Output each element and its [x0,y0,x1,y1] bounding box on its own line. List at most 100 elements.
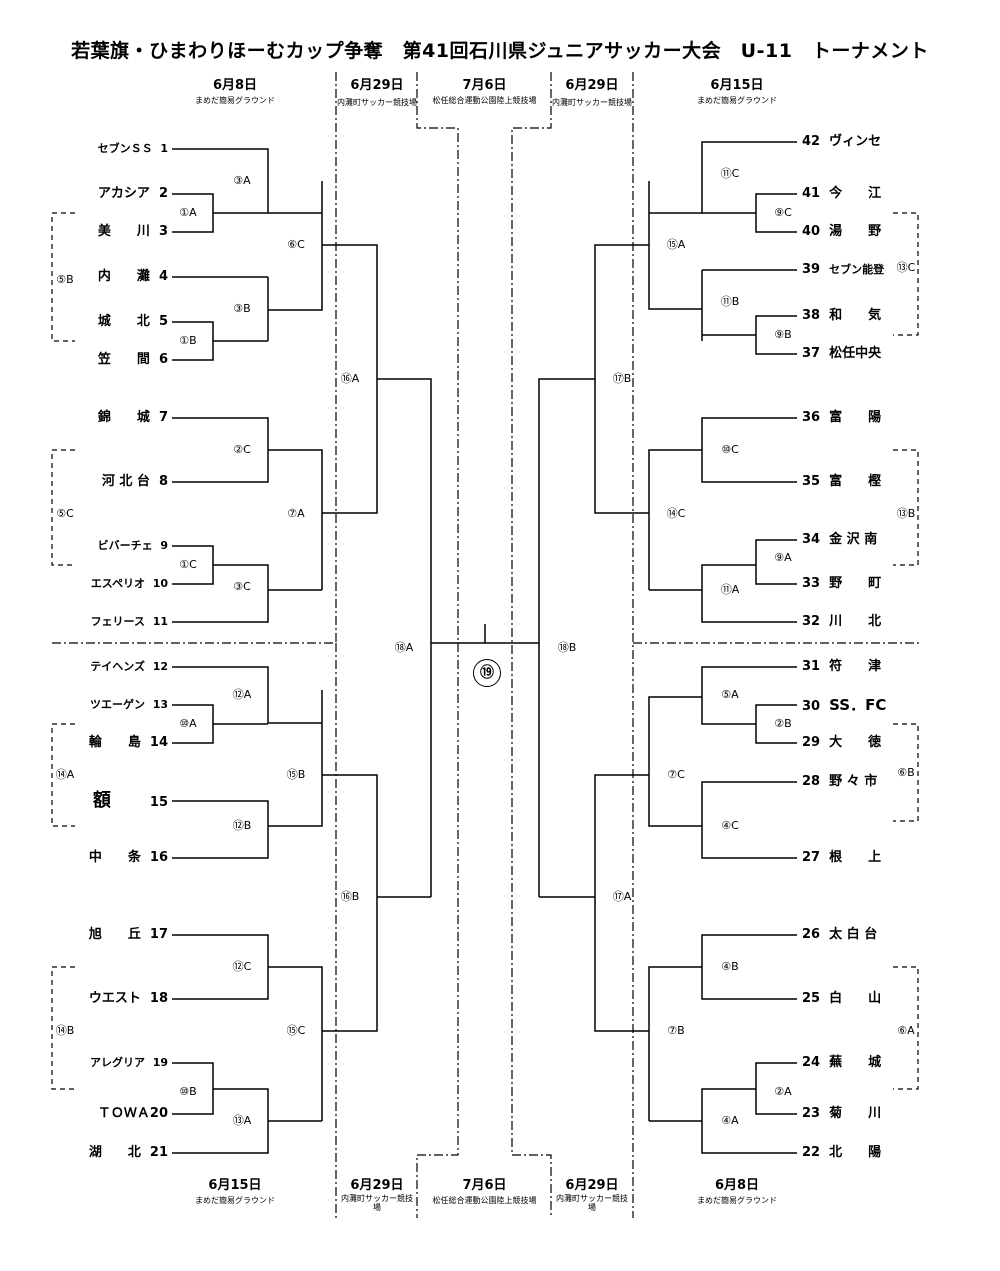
team-name: 川 北 [829,614,882,629]
team-number: 19 [152,1056,168,1069]
right-team-32: 32 川 北 [802,613,902,631]
left-team-1: セブンＳＳ 1 [60,140,168,158]
match-label: ④A [721,1114,739,1127]
top-left-outer-venue: まめだ簡易グラウンド [195,96,275,105]
team-number: 21 [149,1145,168,1160]
team-number: 23 [802,1106,821,1121]
team-number: 32 [802,614,821,629]
right-team-25: 25 白 山 [802,990,902,1008]
match-label: ⑦A [287,507,305,520]
match-label: ⑭C [666,507,686,520]
left-team-4: 内 灘 4 [60,268,168,286]
team-name: 笠 間 [97,352,150,367]
team-name: ウエスト [88,991,141,1006]
right-team-36: 36 富 陽 [802,409,902,427]
team-name: 蕪 城 [829,1055,882,1070]
team-name: 金 沢 南 [829,532,878,547]
match-label: ⑬A [232,1114,252,1127]
match-label: ①A [179,206,197,219]
match-label: ⑨A [774,551,792,564]
team-number: 33 [802,576,821,591]
team-name: アレグリア [90,1056,146,1069]
team-name: 湖 北 [88,1145,141,1160]
match-label: ⑥A [897,1024,915,1037]
bottom-left-inner-date: 6月29日 [350,1178,404,1193]
right-team-38: 38 和 気 [802,307,902,325]
team-name: 輪 島 [88,735,141,750]
left-team-14: 輪 島 14 [60,734,168,752]
match-label: ①C [179,558,197,571]
team-name: 富 樫 [829,474,882,489]
left-team-21: 湖 北 21 [60,1144,168,1162]
match-label: ⑪B [720,295,740,308]
team-number: 7 [158,410,168,425]
team-name: エスペリオ [90,577,146,590]
left-team-16: 中 条 16 [60,849,168,867]
match-label: ②B [774,717,792,730]
right-team-30: 30 SS．FC [802,696,902,716]
bottom-right-outer-date: 6月8日 [714,1178,760,1193]
team-name: 野 々 市 [829,774,878,789]
match-label: ⑫B [232,819,252,832]
top-right-outer-venue: まめだ簡易グラウンド [697,96,777,105]
bottom-left-outer-date: 6月15日 [208,1178,262,1193]
team-number: 41 [802,186,821,201]
match-label: ⑥B [897,766,915,779]
match-label: ⑨C [774,206,792,219]
team-name: 松任中央 [829,346,882,361]
match-label: ⑫C [232,960,252,973]
team-number: 22 [802,1145,821,1160]
match-label: ⑰A [612,890,632,903]
right-team-33: 33 野 町 [802,575,902,593]
top-center-date: 7月6日 [462,78,507,93]
right-team-35: 35 富 樫 [802,473,902,491]
match-label: ③B [233,302,251,315]
match-label: ②A [774,1085,792,1098]
team-number: 17 [149,927,168,942]
left-team-2: アカシア 2 [60,185,168,203]
team-number: 18 [149,991,168,1006]
match-label: ⑤A [721,688,739,701]
team-number: 12 [152,660,168,673]
team-number: 8 [158,474,168,489]
right-team-41: 41 今 江 [802,185,902,203]
team-name: 湯 野 [829,224,882,239]
left-team-9: ビバーチェ 9 [60,537,168,555]
right-team-40: 40 湯 野 [802,223,902,241]
team-number: 37 [802,346,821,361]
match-label: ⑤C [56,507,74,520]
team-name: 旭 丘 [88,927,141,942]
team-number: 30 [802,699,821,714]
match-label: ⑱A [394,641,414,654]
match-label: ⑩C [721,443,739,456]
match-label: ⑨B [774,328,792,341]
left-team-17: 旭 丘 17 [60,926,168,944]
team-number: 11 [152,615,168,628]
match-label: ⑮B [286,768,306,781]
match-label: ⑬B [896,507,916,520]
left-team-18: ウエスト 18 [60,990,168,1008]
right-team-22: 22 北 陽 [802,1144,902,1162]
team-number: 2 [158,186,168,201]
team-name: ＴＯＷＡ [97,1106,150,1121]
left-team-8: 河 北 台 8 [60,473,168,491]
right-team-31: 31 符 津 [802,658,902,676]
team-number: 29 [802,735,821,750]
left-team-3: 美 川 3 [60,223,168,241]
team-name: 河 北 台 [101,474,150,489]
team-number: 13 [152,698,168,711]
match-label: ⑥C [287,238,305,251]
match-label: ②C [233,443,251,456]
team-number: 27 [802,850,821,865]
left-team-11: フェリース 11 [60,613,168,631]
team-number: 26 [802,927,821,942]
team-name: 根 上 [829,850,882,865]
team-name: テイヘンズ [90,660,146,673]
bottom-left-outer-venue: まめだ簡易グラウンド [195,1196,275,1205]
team-number: 6 [158,352,168,367]
match-label: ⑫A [232,688,252,701]
left-team-5: 城 北 5 [60,313,168,331]
team-number: 38 [802,308,821,323]
right-team-34: 34 金 沢 南 [802,531,902,549]
final-match-label: ⑲ [473,659,501,687]
